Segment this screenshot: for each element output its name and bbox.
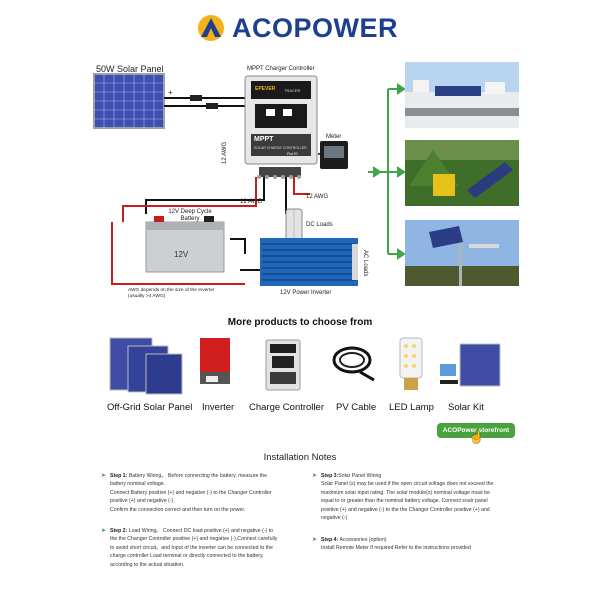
- wire-awg-right: 12 AWG: [306, 194, 329, 200]
- rv-roof-solar-photo: [405, 62, 519, 128]
- products-title: More products to choose from: [227, 317, 373, 328]
- pv-cable-image[interactable]: [330, 344, 378, 384]
- step-2: ➤ Step 2: Load Wiring。 Connect DC load p…: [101, 528, 278, 568]
- step-3: ➤ Step 3:Solar Panel Wiring Solar Panel …: [312, 473, 494, 522]
- charge-controller-image: [244, 75, 318, 177]
- wiring-diagram: 50W Solar Panel MPPT Charger Controller …: [0, 54, 600, 310]
- hand-cursor-icon: ☝: [469, 430, 484, 444]
- step-4: ➤ Step 4: Accessories (option) Install R…: [312, 537, 471, 552]
- solar-kit-image[interactable]: [438, 342, 504, 394]
- step-2-arrow-icon: ➤: [101, 528, 107, 534]
- wire-awg-left: 12 AWG: [240, 199, 263, 205]
- controller-label: MPPT Charger Controller: [247, 66, 315, 72]
- step-4-arrow-icon: ➤: [312, 537, 318, 543]
- brand-name: ACOPOWER: [232, 12, 398, 43]
- controller-brand: EPEVER: [255, 86, 276, 92]
- product-label-led-lamp[interactable]: LED Lamp: [389, 402, 434, 413]
- camping-solar-photo: [405, 140, 519, 206]
- acopower-storefront-button[interactable]: ACOPower storefront ☝: [437, 423, 515, 444]
- meter-image: [320, 141, 348, 169]
- dc-load-bulb-image: [285, 208, 303, 244]
- ac-loads-label: AC Loads: [362, 250, 368, 277]
- installation-notes-title: Installation Notes: [263, 452, 337, 463]
- solar-street-light-photo: [405, 220, 519, 286]
- off-grid-solar-panel-image[interactable]: [108, 334, 184, 396]
- charge-controller-product-image[interactable]: [262, 338, 304, 394]
- acopower-logo: ACOPOWER: [196, 8, 398, 48]
- panel-positive-sign: +: [168, 88, 173, 97]
- panel-negative-sign: -: [168, 102, 171, 111]
- product-label-pv-cable[interactable]: PV Cable: [336, 402, 377, 413]
- storefront-button-label: ACOPower storefront: [442, 427, 510, 434]
- solar-panel-image: [93, 73, 165, 129]
- inverter-label: 12V Power Inverter: [280, 290, 332, 296]
- product-label-solar-kit[interactable]: Solar Kit: [448, 402, 484, 413]
- step-1-arrow-icon: ➤: [101, 473, 107, 479]
- product-label-off-grid-solar-panel[interactable]: Off-Grid Solar Panel: [107, 402, 193, 413]
- controller-model: TRACER: [284, 88, 301, 93]
- solar-panel-label: 50W Solar Panel: [96, 64, 164, 74]
- step-1: ➤ Step 1: Battery Wiring。 Before connect…: [101, 473, 272, 513]
- acopower-logo-icon: [198, 15, 224, 41]
- controller-sub: SOLAR CHARGE CONTROLLER: [254, 146, 307, 150]
- controller-mppt: MPPT: [254, 136, 274, 143]
- led-lamp-image[interactable]: [394, 336, 428, 396]
- battery-image: [145, 216, 225, 273]
- wiring-diagram-svg: [93, 73, 406, 286]
- inverter-image[interactable]: [196, 336, 236, 392]
- battery-label: 12V Deep Cycle Battery: [168, 209, 212, 222]
- controller-rohs: RoHS: [287, 151, 298, 156]
- product-label-inverter[interactable]: Inverter: [202, 402, 235, 413]
- awg-note: AWG depends on the size of the Inverter …: [128, 288, 215, 299]
- meter-label: Meter: [326, 134, 342, 140]
- dc-loads-label: DC Loads: [306, 222, 333, 228]
- wire-awg-vertical: 12 AWG: [222, 141, 228, 164]
- product-label-charge-controller[interactable]: Charge Controller: [249, 402, 324, 413]
- power-inverter-image: [260, 238, 358, 286]
- step-3-arrow-icon: ➤: [312, 473, 318, 479]
- battery-face-label: 12V: [174, 250, 189, 259]
